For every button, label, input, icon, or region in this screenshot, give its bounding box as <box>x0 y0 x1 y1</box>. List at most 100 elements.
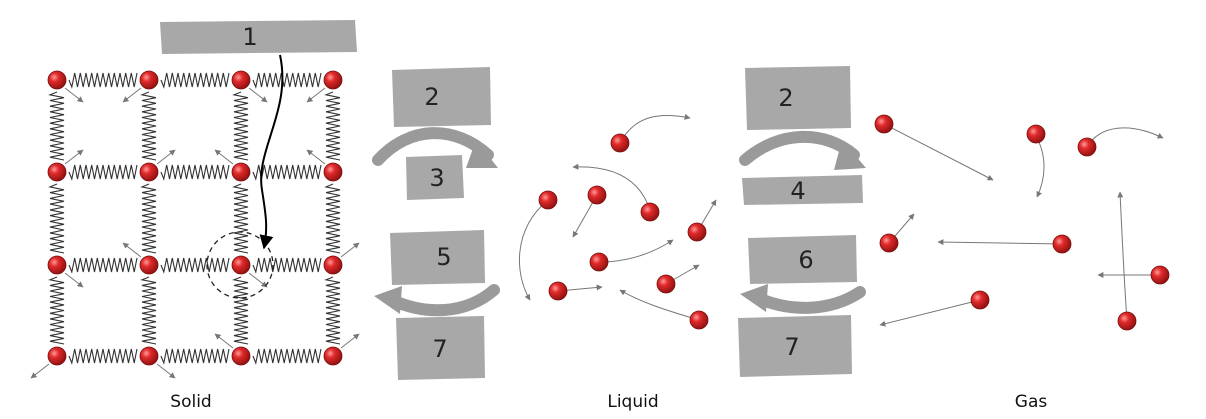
box-1: 1 <box>160 20 357 54</box>
box-2-left: 2 <box>392 67 491 127</box>
particle <box>47 255 67 275</box>
vibration-arrow <box>340 333 360 349</box>
spring <box>160 164 230 181</box>
particle <box>587 185 607 205</box>
spring <box>324 91 341 161</box>
vibration-arrow <box>64 272 84 288</box>
vibration-arrow <box>248 87 268 103</box>
box-7-left-label: 7 <box>432 335 447 363</box>
particle <box>231 70 251 90</box>
gas-motion-arrows <box>879 123 1164 327</box>
spring <box>68 72 138 89</box>
vibration-arrow <box>214 333 234 349</box>
particle <box>548 281 568 301</box>
vibration-arrow <box>122 242 142 258</box>
particle <box>139 346 159 366</box>
vibration-arrow <box>306 149 326 165</box>
particle <box>589 252 609 272</box>
box-5-label: 5 <box>436 243 451 271</box>
particle <box>1150 265 1170 285</box>
vibration-arrow <box>248 272 268 288</box>
vibration-arrow <box>64 87 84 103</box>
particle <box>47 162 67 182</box>
arrow-liquid-to-solid-head <box>374 286 402 314</box>
box-2-left-label: 2 <box>424 83 439 111</box>
label-gas: Gas <box>1015 392 1048 412</box>
box-6-label: 6 <box>798 246 813 274</box>
highlight-circle <box>206 231 274 299</box>
particle <box>1052 234 1072 254</box>
vibration-arrow <box>64 149 84 165</box>
solid-lattice-springs <box>48 72 341 365</box>
arrow-gas-to-liquid-head <box>740 284 768 312</box>
particle <box>970 290 990 310</box>
arrow-liquid-to-solid <box>386 284 500 317</box>
spring <box>140 183 157 254</box>
spring <box>68 348 138 365</box>
arrow-gas-to-liquid <box>752 286 866 314</box>
vibration-arrow <box>156 363 176 379</box>
vibration-arrow <box>30 363 50 379</box>
particle <box>231 346 251 366</box>
spring <box>252 257 322 274</box>
spring <box>252 72 322 89</box>
box-3: 3 <box>406 155 464 200</box>
solid-particles <box>47 70 343 366</box>
spring <box>232 276 249 345</box>
particle <box>874 114 894 134</box>
solid-vibration-arrows <box>30 87 360 379</box>
box-1-label: 1 <box>242 23 257 51</box>
spring <box>48 91 65 161</box>
box-3-label: 3 <box>429 164 444 192</box>
spring <box>160 348 230 365</box>
spring <box>160 72 230 89</box>
spring <box>68 164 138 181</box>
vibration-arrow <box>156 149 176 165</box>
particle <box>1026 124 1046 144</box>
particle <box>640 202 660 222</box>
particle <box>879 233 899 253</box>
box-4-label: 4 <box>790 177 805 205</box>
liquid-particles <box>538 133 709 330</box>
particle <box>231 162 251 182</box>
box-6: 6 <box>748 235 857 284</box>
particle <box>689 310 709 330</box>
gas-particles <box>874 114 1170 331</box>
spring <box>324 276 341 345</box>
vibration-arrow <box>214 149 234 165</box>
spring <box>160 257 230 274</box>
particle <box>538 190 558 210</box>
spring <box>68 257 138 274</box>
box-7-left: 7 <box>396 316 485 380</box>
spring <box>232 91 249 161</box>
spring <box>140 276 157 345</box>
insertion-arrow <box>259 54 284 250</box>
particle <box>1077 137 1097 157</box>
particle <box>323 162 343 182</box>
particle <box>656 274 676 294</box>
particle <box>139 70 159 90</box>
particle <box>47 70 67 90</box>
spring <box>252 164 322 181</box>
box-2-right-label: 2 <box>778 84 793 112</box>
arrow-solid-to-liquid-head <box>466 140 498 168</box>
spring <box>48 183 65 254</box>
spring <box>232 183 249 254</box>
box-5: 5 <box>390 230 485 285</box>
vibration-arrow <box>122 87 142 103</box>
arrow-liquid-to-gas-head <box>834 140 866 170</box>
particle <box>323 346 343 366</box>
spring <box>48 276 65 345</box>
spring <box>252 348 322 365</box>
particle <box>47 346 67 366</box>
box-2-right: 2 <box>745 66 851 130</box>
particle <box>139 255 159 275</box>
particle <box>231 255 251 275</box>
particle <box>323 255 343 275</box>
particle <box>687 222 707 242</box>
vibration-arrow <box>340 242 360 258</box>
box-7-right-label: 7 <box>784 333 799 361</box>
label-liquid: Liquid <box>607 392 658 412</box>
particle <box>323 70 343 90</box>
